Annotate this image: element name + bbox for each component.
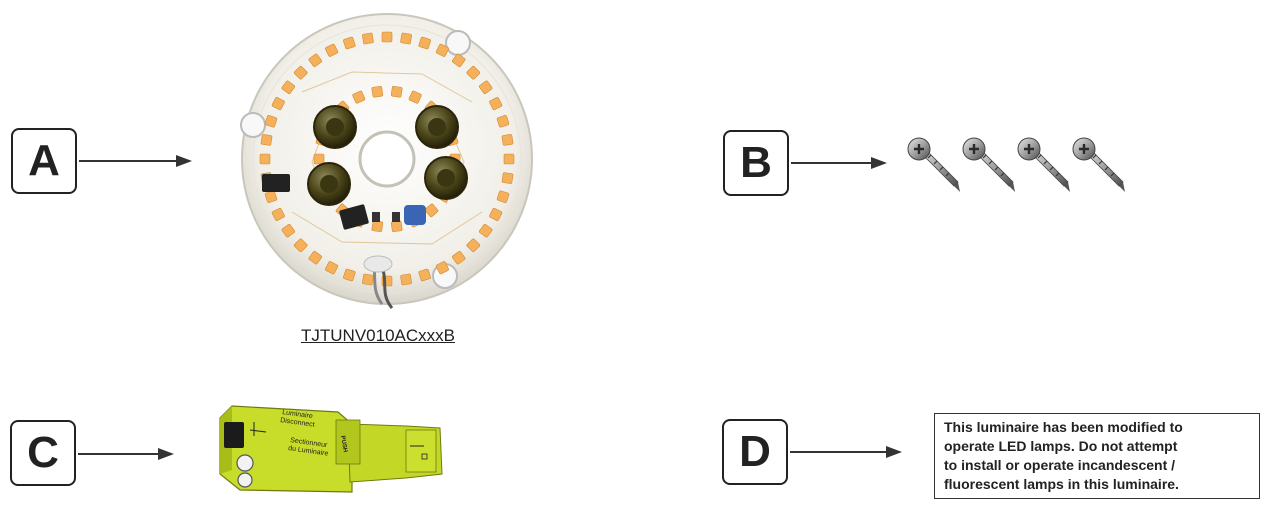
warning-line: to install or operate incandescent / (944, 457, 1176, 473)
led-chip (308, 251, 322, 265)
warning-line: operate LED lamps. Do not attempt (944, 438, 1178, 454)
led-chip (362, 32, 374, 45)
ic-chip-icon (339, 204, 369, 230)
led-chip (343, 268, 356, 282)
center-hole (358, 130, 416, 188)
ic-chip-icon (392, 212, 400, 222)
led-chip (308, 53, 322, 67)
led-chip (452, 251, 466, 265)
led-chip (466, 65, 481, 80)
callout-c: C (10, 420, 76, 486)
socket-opening (224, 422, 244, 448)
led-chip (260, 134, 273, 146)
screw-icon (907, 137, 960, 192)
warning-label: This luminaire has been modified to oper… (934, 413, 1260, 499)
blue-capacitor-icon (404, 205, 426, 225)
led-chip (271, 207, 285, 221)
led-chip (281, 224, 295, 238)
mounting-hole-icon (445, 30, 471, 56)
led-chip (400, 32, 412, 45)
led-chip (371, 85, 384, 98)
warning-line: This luminaire has been modified to (944, 419, 1183, 435)
led-module-icon (240, 13, 533, 309)
callout-b: B (723, 130, 789, 196)
led-chip (424, 203, 439, 218)
led-chip (293, 238, 308, 253)
port-2 (237, 472, 253, 488)
led-chip (418, 268, 431, 282)
led-chip (479, 224, 493, 238)
led-chip (313, 153, 325, 165)
callout-d: D (722, 419, 788, 485)
ic-chip-icon (372, 212, 380, 222)
led-chip (489, 207, 503, 221)
ic-chip-icon (262, 174, 290, 192)
callout-a-arrow (79, 155, 192, 167)
led-chip (325, 43, 339, 57)
led-chip (343, 36, 356, 50)
led-chip (390, 85, 403, 98)
led-chip (501, 172, 514, 184)
callout-b-letter: B (740, 138, 772, 187)
led-chip (381, 31, 393, 43)
connector-text: Luminaire (282, 409, 314, 420)
led-chip (496, 190, 510, 203)
led-chip (435, 43, 449, 57)
led-chip (503, 153, 515, 165)
led-chip (452, 53, 466, 67)
led-chip (479, 80, 493, 94)
screws-group (907, 137, 1125, 192)
led-module-model-label: TJTUNV010ACxxxB (301, 326, 455, 345)
callout-b-arrow (791, 157, 887, 169)
mounting-hole-icon (240, 112, 266, 138)
led-chip (293, 65, 308, 80)
led-chip (466, 238, 481, 253)
callout-a-letter: A (28, 136, 60, 185)
callout-d-letter: D (739, 427, 771, 476)
led-chip (281, 80, 295, 94)
screw-icon (1017, 137, 1070, 192)
led-chip (496, 115, 510, 128)
led-chip (400, 273, 412, 286)
led-chip (408, 90, 422, 104)
led-chip (501, 134, 514, 146)
capacitor-icon (415, 105, 459, 149)
screw-icon (962, 137, 1015, 192)
led-chip (325, 261, 339, 275)
led-chip (264, 115, 278, 128)
callout-d-arrow (790, 446, 902, 458)
callout-a: A (11, 128, 77, 194)
luminaire-disconnect-icon: Luminaire Disconnect Sectionneur du Lumi… (219, 405, 443, 493)
capacitor-icon (313, 105, 357, 149)
capacitor-icon (424, 156, 468, 200)
push-tab (335, 419, 361, 465)
led-chip (371, 220, 384, 233)
led-chip (259, 153, 271, 165)
led-chip (271, 97, 285, 111)
port-1 (236, 454, 254, 472)
led-chip (418, 36, 431, 50)
led-chip (435, 261, 449, 275)
led-chip (362, 273, 374, 286)
connector-text: Disconnect (280, 417, 315, 429)
warning-line: fluorescent lamps in this luminaire. (944, 476, 1179, 492)
push-label: PUSH (339, 435, 348, 452)
led-chip (352, 90, 366, 104)
callout-c-letter: C (27, 428, 59, 477)
led-chip (390, 220, 403, 233)
callout-c-arrow (78, 448, 174, 460)
screw-icon (1072, 137, 1125, 192)
led-chip (489, 97, 503, 111)
capacitor-icon (307, 162, 351, 206)
